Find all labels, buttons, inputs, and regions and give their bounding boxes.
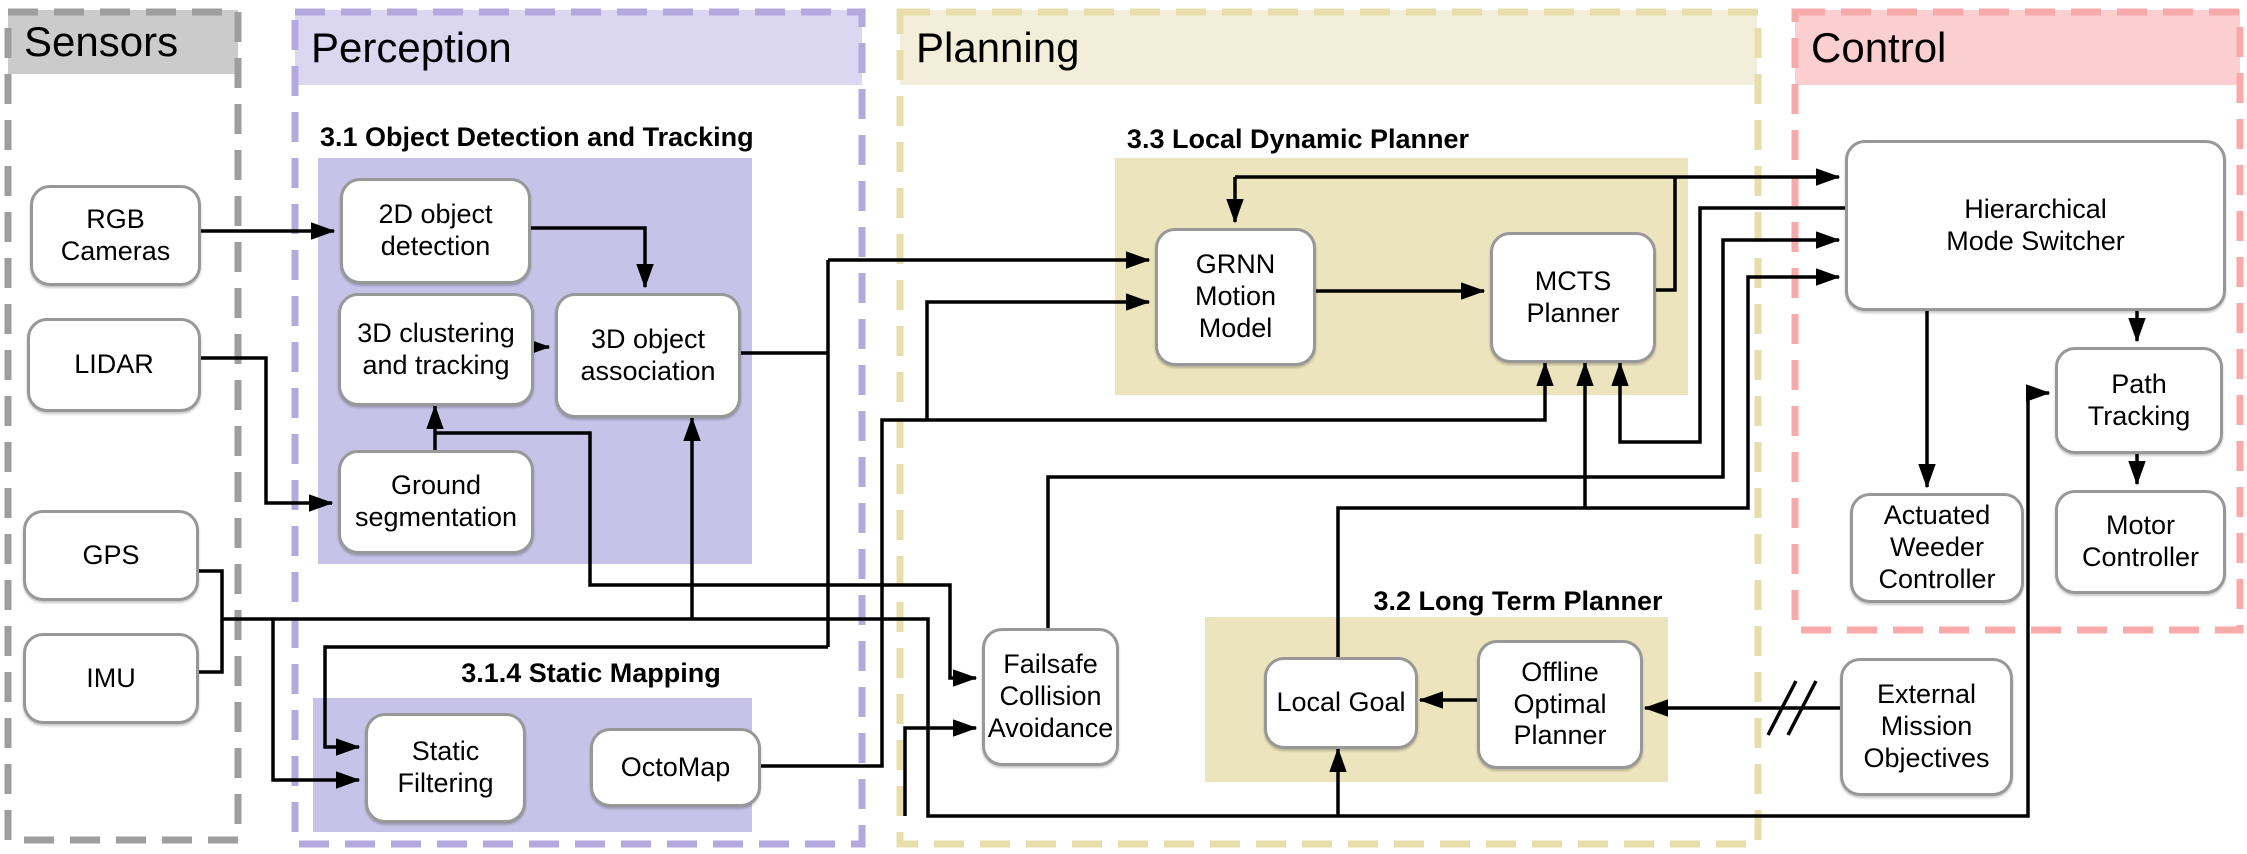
node-failsafe-collision-avoidance: Failsafe Collision Avoidance (982, 628, 1119, 766)
node-failsafe-collision-avoidance-label: Failsafe Collision Avoidance (987, 649, 1114, 743)
planning-region-title: Planning (916, 23, 1080, 71)
section-label-long-term-planner: 3.2 Long Term Planner (1373, 586, 1663, 616)
node-gps-label: GPS (82, 539, 140, 570)
node-actuated-weeder-controller: Actuated Weeder Controller (1850, 493, 2024, 603)
node-external-mission-objectives: External Mission Objectives (1840, 658, 2013, 796)
section-label-static-mapping: 3.1.4 Static Mapping (461, 658, 721, 688)
node-3d-clustering-and-tracking-label: 3D clustering and tracking (357, 317, 515, 380)
node-imu-label: IMU (86, 662, 136, 693)
node-static-filtering: Static Filtering (365, 713, 526, 823)
node-3d-object-association-label: 3D object association (580, 323, 716, 386)
node-path-tracking: Path Tracking (2055, 347, 2223, 454)
node-motor-controller: Motor Controller (2055, 490, 2226, 594)
perception-region-title: Perception (311, 23, 512, 71)
node-lidar-label: LIDAR (74, 349, 154, 380)
section-label-local-dynamic-planner: 3.3 Local Dynamic Planner (1126, 124, 1470, 154)
node-octomap: OctoMap (590, 728, 761, 807)
node-static-filtering-label: Static Filtering (397, 736, 494, 798)
node-2d-object-detection: 2D object detection (340, 178, 531, 284)
planning-region-header: Planning (900, 10, 1757, 85)
node-offline-optimal-planner: Offline Optimal Planner (1477, 640, 1643, 769)
node-mcts-planner: MCTS Planner (1490, 232, 1656, 363)
node-offline-optimal-planner-label: Offline Optimal Planner (1513, 656, 1607, 751)
node-ground-segmentation: Ground segmentation (338, 450, 534, 554)
node-local-goal-label: Local Goal (1276, 687, 1406, 718)
node-path-tracking-label: Path Tracking (2087, 368, 2191, 431)
node-grnn-motion-model: GRNN Motion Model (1155, 228, 1316, 366)
perception-region-header: Perception (295, 10, 862, 85)
node-gps: GPS (23, 510, 199, 601)
control-region-title: Control (1811, 23, 1947, 71)
node-octomap-label: OctoMap (620, 751, 731, 782)
node-imu: IMU (23, 633, 199, 724)
node-2d-object-detection-label: 2D object detection (378, 199, 493, 261)
planning-region-border (896, 8, 1762, 848)
sensors-region-border (4, 8, 242, 844)
node-lidar: LIDAR (27, 318, 201, 412)
node-hierarchical-mode-switcher: Hierarchical Mode Switcher (1845, 140, 2226, 311)
node-actuated-weeder-controller-label: Actuated Weeder Controller (1878, 500, 1996, 594)
node-3d-object-association: 3D object association (555, 293, 741, 418)
node-ground-segmentation-label: Ground segmentation (354, 470, 518, 532)
node-3d-clustering-and-tracking: 3D clustering and tracking (338, 293, 534, 406)
node-motor-controller-label: Motor Controller (2081, 510, 2200, 572)
control-region-border (1791, 8, 2244, 634)
node-external-mission-objectives-label: External Mission Objectives (1863, 679, 1990, 773)
node-mcts-planner-label: MCTS Planner (1526, 265, 1620, 328)
node-rgb-cameras: RGB Cameras (30, 185, 201, 286)
node-grnn-motion-model-label: GRNN Motion Model (1194, 249, 1277, 343)
sensors-region-header: Sensors (8, 10, 238, 74)
signal-break-icon (1766, 680, 1818, 736)
node-hierarchical-mode-switcher-label: Hierarchical Mode Switcher (1946, 193, 2125, 256)
perception-region-border (291, 8, 866, 848)
control-region-header: Control (1795, 10, 2240, 85)
node-rgb-cameras-label: RGB Cameras (60, 203, 171, 266)
node-local-goal: Local Goal (1264, 657, 1418, 749)
section-label-object-detection: 3.1 Object Detection and Tracking (320, 122, 754, 152)
sensors-region-title: Sensors (24, 18, 179, 65)
